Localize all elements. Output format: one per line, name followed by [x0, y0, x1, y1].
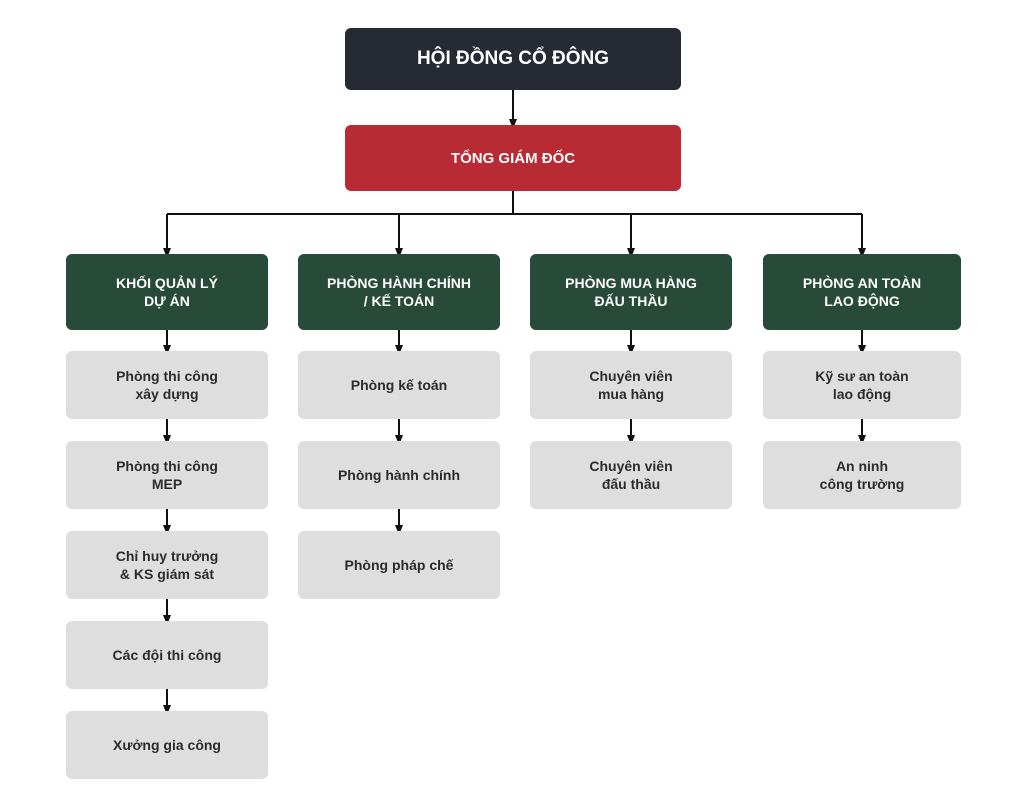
top-box-shareholders: HỘI ĐỒNG CỔ ĐÔNG: [345, 28, 681, 90]
ceo-box-label: TỔNG GIÁM ĐỐC: [450, 149, 576, 167]
unit-label: Phòng thi công MEP: [116, 458, 218, 492]
unit-label: Xưởng gia công: [113, 737, 221, 753]
unit-box: Phòng thi công MEP: [66, 441, 268, 509]
unit-box: Các đội thi công: [66, 621, 268, 689]
unit-box: Phòng hành chính: [298, 441, 500, 509]
unit-box: Chuyên viên đấu thầu: [530, 441, 732, 509]
department-box-project-management: KHỐI QUẢN LÝ DỰ ÁN: [66, 254, 268, 330]
unit-box: Chỉ huy trưởng & KS giám sát: [66, 531, 268, 599]
unit-label: Chuyên viên đấu thầu: [589, 458, 673, 492]
unit-box: Phòng pháp chế: [298, 531, 500, 599]
unit-box: Phòng thi công xây dựng: [66, 351, 268, 419]
department-label: PHÒNG MUA HÀNG ĐẤU THẦU: [565, 275, 697, 309]
department-label: PHÒNG HÀNH CHÍNH / KẾ TOÁN: [327, 275, 471, 309]
department-box-admin-accounting: PHÒNG HÀNH CHÍNH / KẾ TOÁN: [298, 254, 500, 330]
unit-label: An ninh công trường: [819, 458, 905, 492]
unit-label: Kỹ sư an toàn lao động: [815, 368, 909, 402]
department-box-purchasing-bidding: PHÒNG MUA HÀNG ĐẤU THẦU: [530, 254, 732, 330]
unit-box: Xưởng gia công: [66, 711, 268, 779]
unit-box: An ninh công trường: [763, 441, 961, 509]
unit-box: Phòng kế toán: [298, 351, 500, 419]
department-label: PHÒNG AN TOÀN LAO ĐỘNG: [802, 275, 922, 309]
unit-box: Chuyên viên mua hàng: [530, 351, 732, 419]
unit-label: Phòng thi công xây dựng: [116, 368, 218, 402]
department-box-labor-safety: PHÒNG AN TOÀN LAO ĐỘNG: [763, 254, 961, 330]
department-label: KHỐI QUẢN LÝ DỰ ÁN: [116, 275, 218, 309]
unit-label: Chuyên viên mua hàng: [589, 368, 673, 402]
unit-label: Chỉ huy trưởng & KS giám sát: [115, 548, 219, 582]
unit-label: Phòng hành chính: [337, 467, 461, 483]
unit-label: Phòng kế toán: [350, 377, 448, 393]
unit-label: Các đội thi công: [112, 647, 222, 663]
unit-label: Phòng pháp chế: [344, 557, 454, 573]
top-box-label: HỘI ĐỒNG CỔ ĐÔNG: [416, 48, 610, 69]
ceo-box: TỔNG GIÁM ĐỐC: [345, 125, 681, 191]
unit-box: Kỹ sư an toàn lao động: [763, 351, 961, 419]
